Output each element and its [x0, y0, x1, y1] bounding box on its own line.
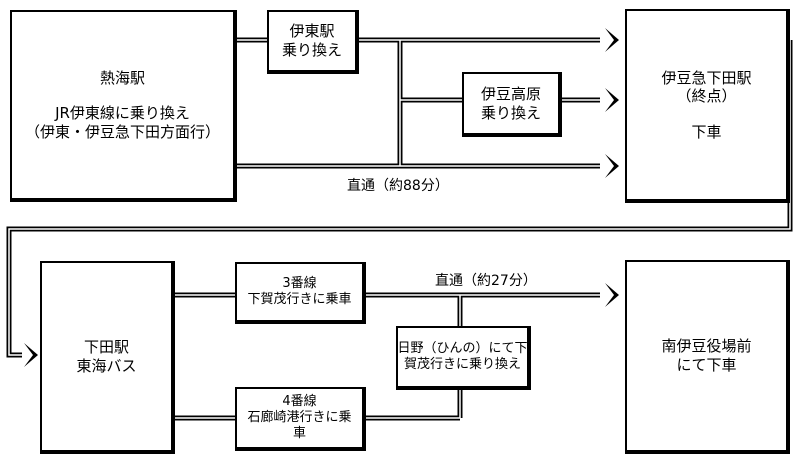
izukogen-title: 伊豆高原 — [480, 84, 541, 103]
ito-station-box: 伊東駅 乗り換え — [267, 10, 359, 74]
arrow-head — [24, 343, 38, 367]
platform-4-boarding: 石廊崎港行きに乗 — [247, 409, 352, 425]
platform-4-boarding-cont: 車 — [292, 426, 306, 442]
izukogen-box: 伊豆高原 乗り換え — [462, 72, 562, 137]
platform-3-box: 3番線 下賀茂行きに乗車 — [235, 262, 366, 324]
izukyu-shimoda-terminal: （終点） — [676, 87, 737, 106]
atami-station-box: 熱海駅 JR伊東線に乗り換え （伊東・伊豆急下田方面行） — [10, 10, 237, 202]
atami-transfer: JR伊東線に乗り換え — [55, 103, 190, 122]
minami-izu-office-box: 南伊豆役場前 にて下車 — [625, 260, 790, 454]
izukyu-shimoda-box: 伊豆急下田駅 （終点） 下車 — [625, 9, 790, 203]
hino-line2: 賀茂行きに乗り換え — [403, 357, 521, 372]
platform-3-boarding: 下賀茂行きに乗車 — [247, 292, 352, 307]
direct-27-label: 直通（約27分） — [433, 270, 539, 290]
izukyu-shimoda-title: 伊豆急下田駅 — [661, 68, 752, 87]
platform-3-title: 3番線 — [282, 275, 317, 291]
arrow-head — [605, 88, 619, 112]
minami-izu-alight: にて下車 — [676, 356, 737, 374]
minami-izu-title: 南伊豆役場前 — [661, 337, 752, 356]
shimoda-bus-operator: 東海バス — [76, 356, 137, 375]
izukogen-transfer: 乗り換え — [480, 103, 541, 122]
atami-title: 熱海駅 — [99, 68, 145, 87]
izukyu-shimoda-alight: 下車 — [691, 122, 722, 141]
platform-4-box: 4番線 石廊崎港行きに乗 車 — [235, 387, 366, 451]
ito-title: 伊東駅 — [289, 22, 335, 41]
arrow-head — [605, 28, 619, 52]
hino-line1: 日野（ひんの）にて下 — [397, 340, 528, 356]
arrow-head — [605, 283, 619, 307]
atami-direction: （伊東・伊豆急下田方面行） — [24, 122, 220, 141]
platform-4-title: 4番線 — [282, 393, 317, 409]
shimoda-bus-title: 下田駅 — [83, 337, 129, 356]
shimoda-bus-box: 下田駅 東海バス — [40, 261, 175, 454]
direct-88-label: 直通（約88分） — [345, 175, 451, 195]
ito-transfer: 乗り換え — [281, 41, 342, 59]
hino-transfer-box: 日野（ひんの）にて下 賀茂行きに乗り換え — [396, 326, 531, 390]
arrow-head — [605, 154, 619, 178]
